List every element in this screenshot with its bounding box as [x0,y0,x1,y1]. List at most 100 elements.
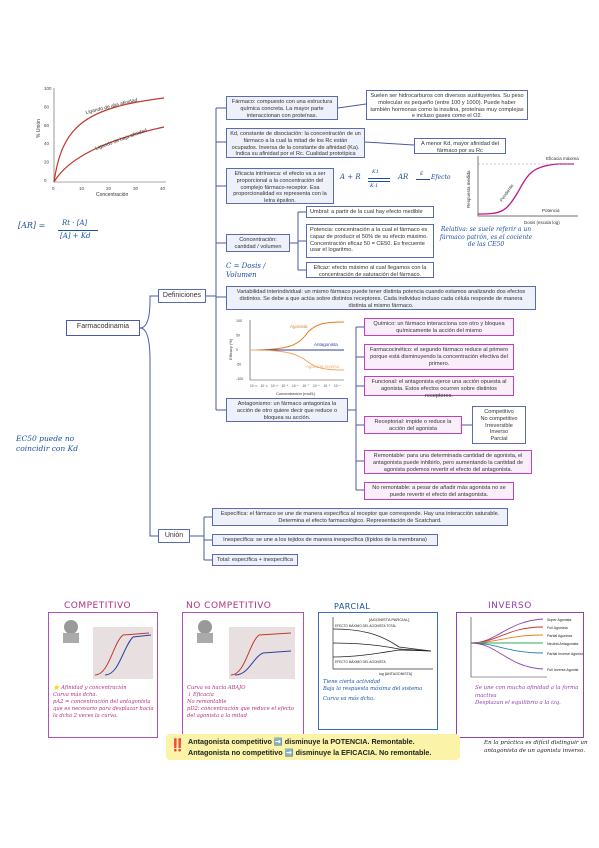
antagonismo-box: Antagonismo: un fármaco antagoniza la ac… [226,398,348,422]
inverso-card: Super Agonista Full Agonista Partial Ago… [456,612,584,738]
reaction-k1: K1 [372,169,379,175]
binding-x-tick: 40 [160,186,166,191]
agonista-label: Agonista [290,324,308,329]
dose-curve [477,163,574,215]
inverso-legend-5: Partial Inverse Agonist [547,652,583,656]
inverso-legend-3: Partial Agonista [547,634,572,638]
competitivo-note-2: Curva más dcha. [53,692,98,698]
no-competitivo-card: Curva va hacia ABAJO ↓ Eficacia No remon… [182,612,304,738]
variabilidad-box: Variabilidad interindividual: un mismo f… [226,286,536,310]
parcial-label-1: EFECTO MÁXIMO DEL AGONISTA TOTAL [335,624,396,628]
formula-denominator: [A] + Kd [60,232,91,240]
efficacy-x-tick: 10⁻¹² [250,384,257,388]
remontable-box: Remontable: para una determinada cantida… [364,450,532,474]
type-irreversible: Irreversible [485,422,513,429]
type-inverso: Inverso [489,429,509,436]
farmacocinetico-box: Farmacocinético: el segundo fármaco redu… [364,344,514,370]
receptorial-types-box: Competitivo No competitivo Irreversible … [472,406,526,444]
concentracion-box: Concentración: cantidad / volumen [226,234,290,252]
efficacy-x-tick: 10⁻⁵ [324,384,331,388]
no-competitivo-note-2: ↓ Eficacia [187,692,214,698]
parcial-notes: Tiene cierta actividad Baja la respuesta… [323,679,435,703]
efficacy-x-tick: 10⁻⁴ [334,384,341,388]
competitivo-note-1: ⭐ Afinidad y concentración [53,685,127,691]
reaction-arrow-back [368,181,390,182]
binding-y-tick: 100 [44,86,52,91]
dose-ylabel: Respuesta medida [466,170,471,208]
type-competitivo: Competitivo [484,409,514,415]
especifica-box: Específica: el fármaco se une de manera … [212,508,508,526]
c-dosis-note: C = Dosis / Volumen [226,262,266,279]
summary-banner: ‼️ Antagonista competitivo ➡️ disminuye … [166,734,460,760]
parcial-chart-title: [AGONISTA PARCIAL] [369,617,409,622]
receptorial-box: Receptorial: impide o reduce la acción d… [364,416,462,434]
relativa-note: Relativa: se suele referir a un fármaco … [439,226,533,248]
union-node: Unión [158,529,190,543]
parcial-note-3: Curva va más dcha. [323,696,375,702]
binding-x-tick: 0 [52,186,55,191]
efficacy-x-tick: 10⁻⁶ [313,384,320,388]
reaction-efecto: Efecto [431,174,451,181]
inespecifica-box: Inespecífica: se une a los tejidos de ma… [212,534,438,546]
efficacy-x-tick: 10⁻⁹ [282,384,289,388]
low-affinity-label: Ligando de baja afinidad [95,128,148,152]
total-box: Total: específica + inespecífica [212,554,298,566]
efficacy-ylabel: Efficacy (%) [228,338,233,360]
high-affinity-curve [53,97,165,183]
low-affinity-curve [53,126,165,183]
efficacy-x-tick: 10⁻¹⁰ [271,384,279,388]
no-competitivo-note-3: No remontable [187,699,227,705]
x-axis-label: Concentración [96,192,128,198]
reaction-km1: K-1 [370,183,379,189]
competitivo-notes: ⭐ Afinidad y concentración Curva más dch… [53,685,157,720]
efficacy-y-tick: -50 [236,363,241,367]
potencia-box: Potencia: concentración a la cual el fár… [306,224,434,258]
inverso-notes: Se une con mucha afinidad a la forma ina… [475,685,581,708]
binding-y-tick: 80 [44,104,50,109]
ec50-note: EC50 puede no coincidir con Kd [16,434,79,453]
inverso-legend-1: Super Agonista [547,618,571,622]
parcial-note-2: Baja la respuesta máxima del sistema [323,686,423,692]
efficacy-y-tick: 100 [236,319,242,323]
formula-left: [AR] = [18,221,46,230]
no-competitivo-title: NO COMPETITIVO [186,601,272,611]
no-remontable-box: No remontable: a pesar de añadir más ago… [364,482,514,500]
summary-line-2: Antagonista no competitivo ➡️ disminuye … [188,748,432,757]
parcial-card: [AGONISTA PARCIAL] EFECTO MÁXIMO DEL AGO… [318,612,438,730]
efficacy-y-tick: 0 [236,348,238,352]
efficacy-x-tick: 10⁻¹¹ [261,384,268,388]
efficacy-x-tick: 10⁻⁷ [303,384,310,388]
reaction-a-r: A + R [340,173,361,181]
no-competitivo-note-4: pD2: concentración que reduce el efecto … [187,706,294,719]
agonista-inverso-label: Agonista inverso [306,364,340,369]
summary-line-1: Antagonista competitivo ➡️ disminuye la … [188,737,415,746]
competitivo-card: ⭐ Afinidad y concentración Curva más dch… [48,612,158,738]
practica-note: En la práctica es difícil distinguir un … [484,740,588,754]
reaction-arrow-forward [368,178,390,179]
inverso-legend-2: Full Agonista [547,626,568,630]
dose-eficacia-label: Eficacia máxima [546,156,579,161]
efficacy-y-tick: 50 [236,334,240,338]
eficacia-box: Eficacia intrínseca: el efecto va a ser … [226,168,334,204]
binding-x-tick: 20 [106,186,112,191]
antagonista-label: Antagonista [314,342,338,347]
dose-response-chart: Respuesta medida Dosis (escala log) Efic… [466,156,579,225]
funcional-box: Funcional: el antagonista ejerce una acc… [364,376,514,399]
definiciones-node: Definiciones [158,289,206,303]
no-competitivo-note-1: Curva va hacia ABAJO [187,685,246,691]
inverso-diagram: Super Agonista Full Agonista Partial Ago… [470,617,583,678]
parcial-label-2: EFECTO MÁXIMO DEL AGONISTA [335,660,386,664]
reaction-epsilon: ε [420,170,424,177]
kd-result-box: A menor Kd, mayor afinidad del fármaco p… [414,138,506,154]
dose-potencia-label: Potencia [542,208,560,213]
efficacy-x-tick: 10⁻⁸ [292,384,299,388]
umbral-box: Umbral: a partir de la cual hay efecto m… [306,206,434,218]
formula-divider [58,230,98,231]
reaction-ar: AR [398,173,409,181]
binding-y-tick: 20 [44,160,50,165]
alert-icon: ‼️ [170,738,185,752]
no-competitivo-notes: Curva va hacia ABAJO ↓ Eficacia No remon… [187,685,303,720]
